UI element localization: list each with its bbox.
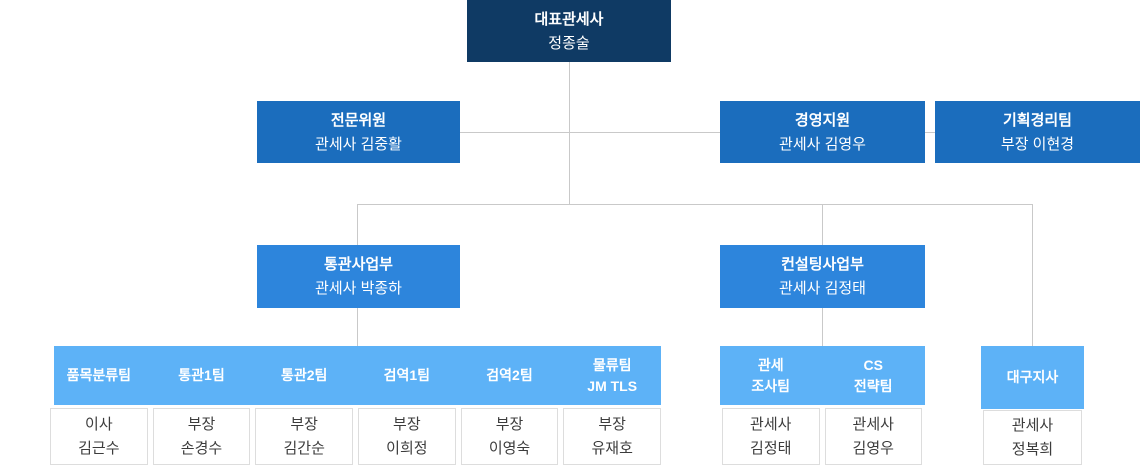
customs-teams-band	[54, 346, 661, 405]
team-label: 통관1팀	[178, 367, 225, 383]
connector-customs-teams-drop	[357, 308, 358, 346]
team-label: 품목분류팀	[66, 367, 132, 383]
node-management-support: 경영지원 관세사 김영우	[720, 101, 925, 163]
member-box: 부장 이영숙	[460, 408, 559, 465]
connector-level2-right-horizontal	[924, 132, 936, 133]
team-label: 통관2팀	[280, 367, 328, 383]
ceo-name: 정종술	[548, 34, 590, 52]
consulting-teams-band	[720, 346, 925, 405]
team-label: 검역2팀	[486, 367, 533, 383]
advisor-title: 전문위원	[330, 111, 387, 129]
member-box: 관세사 김정태	[722, 408, 820, 465]
connector-level2-horizontal	[460, 132, 720, 133]
consulting-division-title: 컨설팅사업부	[781, 256, 864, 273]
advisor-name: 관세사 김중활	[315, 135, 402, 153]
team-label: 물류팀 JM TLS	[587, 356, 638, 394]
management-support-name: 관세사 김영우	[779, 135, 866, 153]
branch-band: 대구지사	[981, 346, 1084, 409]
member-box: 부장 김간순	[255, 408, 354, 465]
team-label: CS 전략팀	[853, 356, 893, 394]
connector-consulting-drop	[822, 204, 823, 245]
customs-teams-members: 이사 김근수 부장 손경수 부장 김간순 부장 이희정 부장 이영숙 부장 유재…	[50, 408, 662, 465]
consulting-division-name: 관세사 김정태	[779, 280, 866, 297]
node-consulting-division: 컨설팅사업부 관세사 김정태	[720, 245, 925, 308]
management-support-title: 경영지원	[794, 111, 851, 129]
member-box: 부장 유재호	[563, 408, 662, 465]
connector-customs-drop	[357, 204, 358, 245]
customs-division-title: 통관사업부	[323, 256, 393, 273]
customs-division-name: 관세사 박종하	[315, 280, 402, 297]
connector-branch-drop	[1032, 204, 1033, 346]
member-box: 관세사 정복희	[983, 410, 1082, 465]
planning-accounting-name: 부장 이현경	[1000, 135, 1075, 153]
node-customs-division: 통관사업부 관세사 박종하	[257, 245, 460, 308]
member-box: 이사 김근수	[50, 408, 148, 465]
connector-ceo-vertical	[569, 62, 570, 204]
node-ceo: 대표관세사 정종술	[467, 0, 671, 62]
consulting-teams-members: 관세사 김정태 관세사 김영우	[722, 408, 922, 465]
branch-member: 관세사 정복희	[983, 410, 1082, 465]
connector-consulting-teams-drop	[822, 308, 823, 346]
node-planning-accounting: 기획경리팀 부장 이현경	[935, 101, 1140, 163]
planning-accounting-title: 기획경리팀	[1002, 111, 1072, 129]
customs-teams-labels: 품목분류팀 통관1팀 통관2팀 검역1팀 검역2팀 물류팀 JM TLS	[50, 346, 661, 405]
member-box: 부장 이희정	[358, 408, 456, 465]
node-advisor: 전문위원 관세사 김중활	[257, 101, 460, 163]
member-box: 부장 손경수	[152, 408, 251, 465]
team-label: 관세 조사팀	[751, 356, 791, 394]
connector-level3-horizontal	[357, 204, 1033, 205]
consulting-teams-labels: 관세 조사팀 CS 전략팀	[722, 346, 922, 405]
branch-label: 대구지사	[1006, 369, 1059, 385]
team-label: 검역1팀	[383, 367, 431, 383]
member-box: 관세사 김영우	[824, 408, 922, 465]
ceo-title: 대표관세사	[534, 10, 604, 28]
